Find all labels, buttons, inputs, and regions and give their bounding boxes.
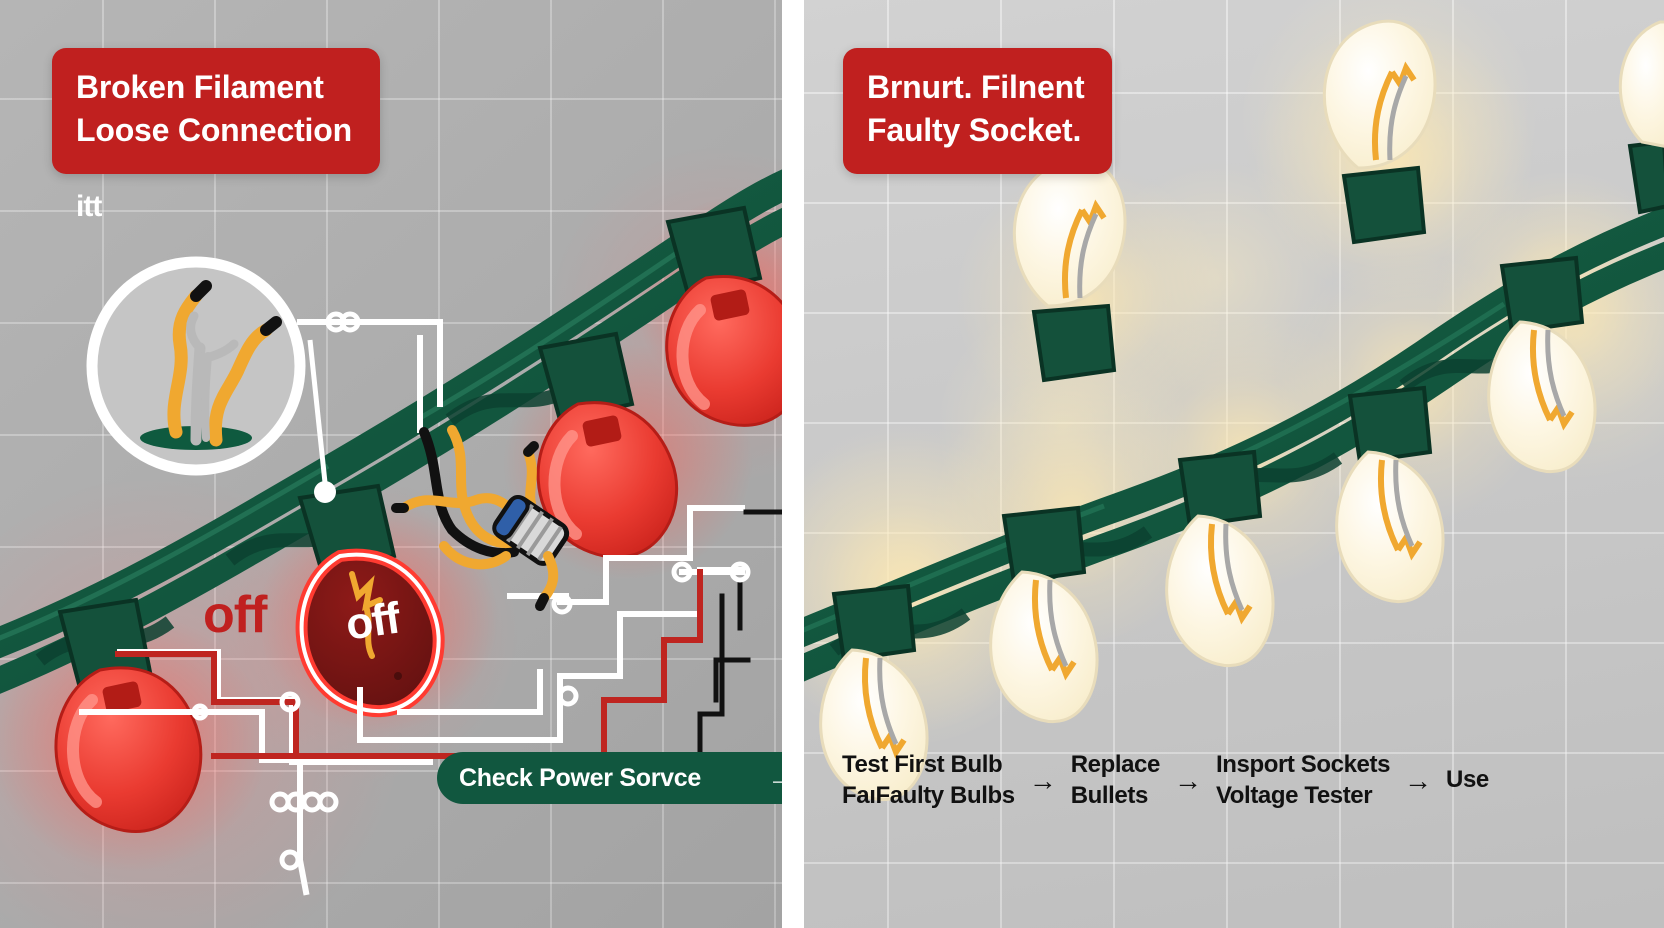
bulb-red-unlit-3 bbox=[665, 205, 782, 427]
step-4-line1: Use bbox=[1446, 766, 1489, 794]
arrow-right-icon-2: → bbox=[1173, 764, 1202, 796]
panel-divider bbox=[782, 0, 804, 928]
step-3-line2: Voltage Tester bbox=[1215, 781, 1373, 809]
left-panel-artwork bbox=[0, 169, 782, 896]
right-banner-line2: Faulty Socket. bbox=[867, 111, 1082, 148]
panel-working-lights: Brnurt. Filnent Faulty Socket. Test Firs… bbox=[804, 0, 1664, 928]
step-item-4[interactable]: Use bbox=[1446, 765, 1489, 796]
off-label-on-bulb: off bbox=[342, 593, 403, 650]
step-1-line1: Test First Bulb bbox=[842, 751, 1003, 778]
step-2-line2: Bullets bbox=[1070, 781, 1149, 809]
step-3-line1: Insport Sockets bbox=[1215, 751, 1391, 778]
step-2-line1: Replace bbox=[1070, 751, 1161, 778]
loose-wires-connector bbox=[391, 425, 570, 611]
bulb-red-unlit-2 bbox=[536, 331, 678, 559]
step-item-1[interactable]: Test First Bulb FaıFaulty Bulbs bbox=[842, 750, 1015, 811]
bulb-lit-3 bbox=[1012, 157, 1127, 383]
bulb-lit-2 bbox=[989, 505, 1099, 724]
troubleshooting-step-flow: Test First Bulb FaıFaulty Bulbs → Replac… bbox=[842, 750, 1489, 811]
arrow-right-icon: → bbox=[767, 761, 782, 794]
right-panel-artwork bbox=[804, 19, 1664, 802]
bulb-lit-8 bbox=[1618, 20, 1664, 215]
magnifier-callout bbox=[86, 256, 336, 503]
right-banner-line1: Brnurt. Filnent bbox=[867, 69, 1085, 105]
bulb-lit-5 bbox=[1322, 19, 1437, 245]
left-banner-line2: Loose Connection bbox=[76, 111, 352, 148]
bulb-lit-6 bbox=[1335, 385, 1445, 604]
arrow-right-icon-1: → bbox=[1028, 764, 1057, 796]
step-1-line2: FaıFaulty Bulbs bbox=[842, 781, 1015, 809]
arrow-right-icon-3: → bbox=[1404, 764, 1433, 796]
bulb-off-highlighted bbox=[295, 483, 445, 718]
fragment-text: itt bbox=[76, 190, 102, 223]
left-banner-line1: Broken Filament bbox=[76, 69, 324, 105]
bulb-lit-7 bbox=[1487, 255, 1597, 474]
step-item-2[interactable]: Replace Bullets bbox=[1070, 750, 1161, 811]
step-item-3[interactable]: Insport Sockets Voltage Tester bbox=[1216, 750, 1390, 811]
broken-filament-detail bbox=[140, 280, 282, 450]
off-label-text: off bbox=[203, 586, 267, 644]
check-power-source-button[interactable]: Check Power Sorvce → bbox=[437, 752, 782, 804]
bulb-lit-4 bbox=[1165, 449, 1275, 668]
right-banner: Brnurt. Filnent Faulty Socket. bbox=[843, 48, 1113, 174]
bulb-red-unlit-1 bbox=[54, 597, 203, 833]
bulb-lit-1 bbox=[819, 583, 929, 802]
panel-broken-filament: Broken Filament Loose Connection itt off… bbox=[0, 0, 782, 928]
cta-label: Check Power Sorvce bbox=[459, 763, 701, 792]
left-banner: Broken Filament Loose Connection bbox=[52, 48, 380, 174]
